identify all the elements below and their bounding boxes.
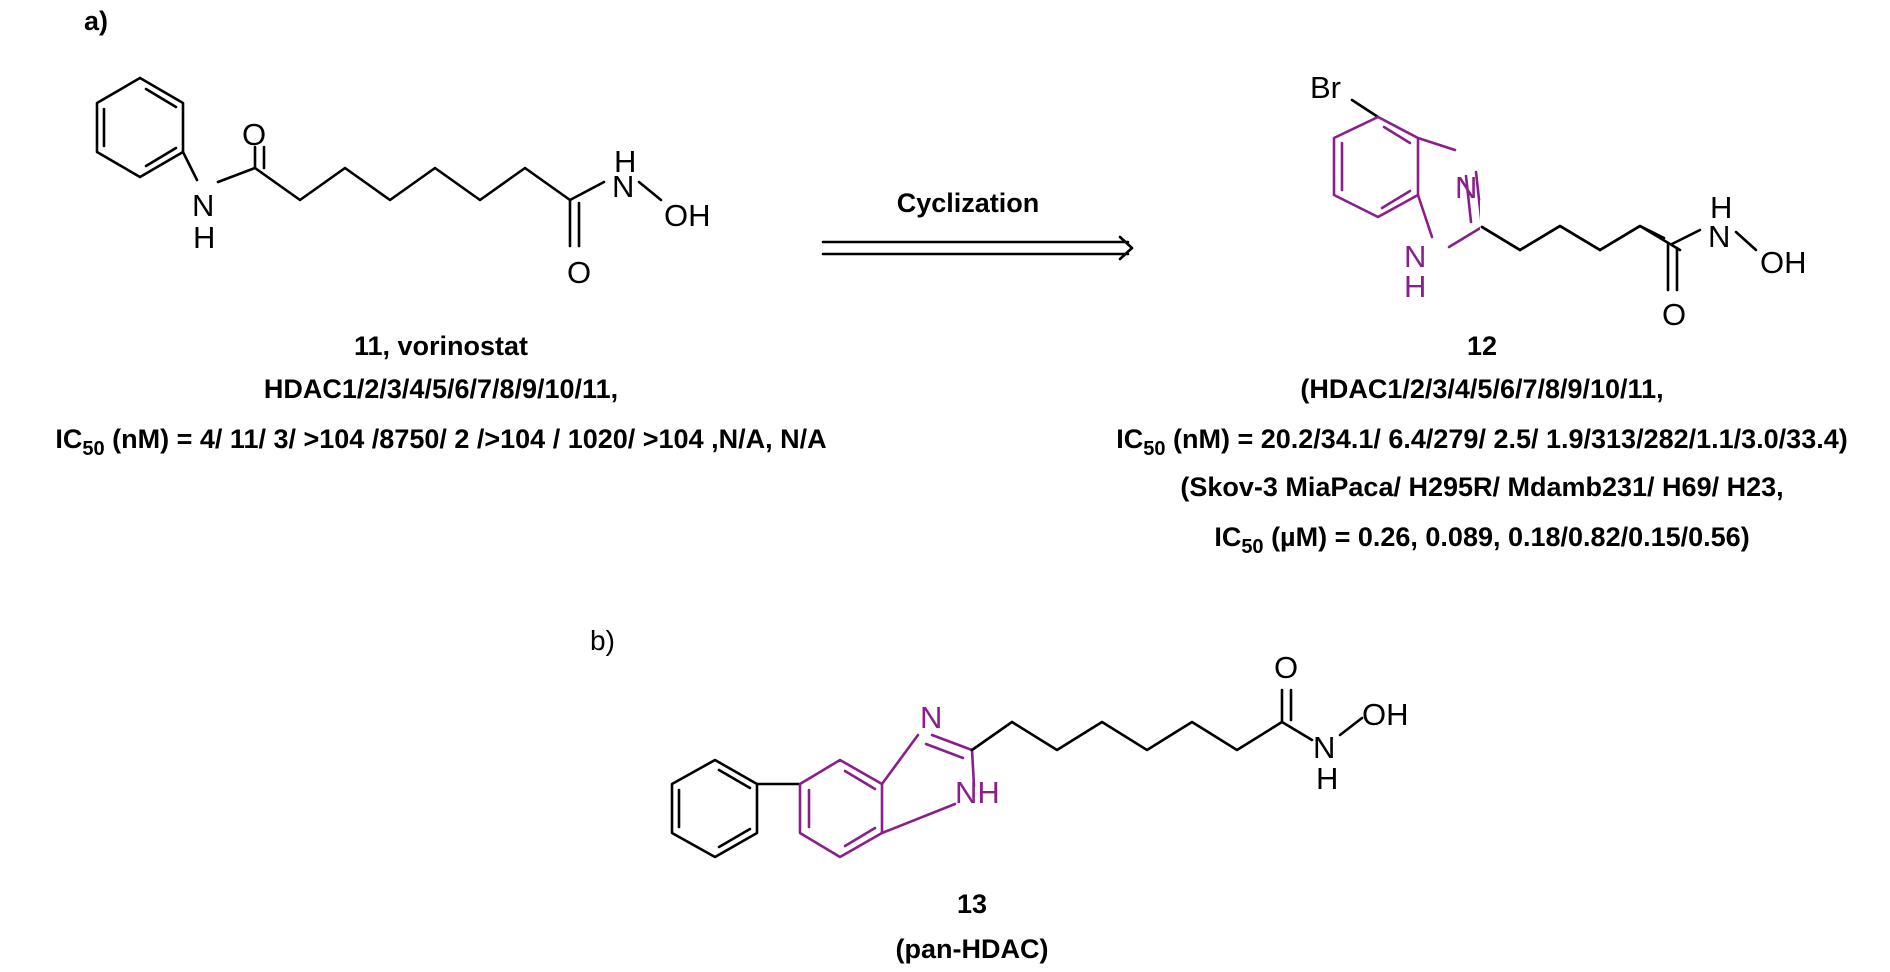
compound-12-caption: 12 (HDAC1/2/3/4/5/6/7/8/9/10/11, IC50 (n… xyxy=(1116,331,1847,558)
compound-13-name: 13 xyxy=(957,889,987,919)
atom-O-13: O xyxy=(1274,650,1298,685)
compound-11-targets: HDAC1/2/3/4/5/6/7/8/9/10/11, xyxy=(264,374,618,404)
panel-b-label: b) xyxy=(590,625,615,656)
atom-O-11b: O xyxy=(567,255,591,290)
compound-12-acid xyxy=(1666,228,1758,292)
atom-OH-11: OH xyxy=(664,198,711,233)
atom-N-13b: N xyxy=(1313,730,1335,765)
compound-12-name: 12 xyxy=(1467,331,1497,361)
atom-Br-12: Br xyxy=(1310,70,1341,105)
atom-N-11a: N xyxy=(192,188,214,223)
atom-OH-12: OH xyxy=(1760,245,1807,280)
reaction-arrow: Cyclization xyxy=(821,188,1134,261)
compound-12-cell-lines: (Skov-3 MiaPaca/ H295R/ Mdamb231/ H69/ H… xyxy=(1180,472,1783,502)
arrow-label: Cyclization xyxy=(897,188,1040,218)
atom-H-12b: H xyxy=(1404,269,1426,304)
atom-H-13b: H xyxy=(1316,761,1338,796)
atom-NH-13: NH xyxy=(955,775,1000,810)
atom-O-11a: O xyxy=(242,117,266,152)
compound-11-structure: O N H O N H OH xyxy=(95,76,711,290)
atom-H-11a: H xyxy=(193,220,215,255)
atom-OH-13: OH xyxy=(1362,697,1409,732)
compound-11-caption: 11, vorinostat HDAC1/2/3/4/5/6/7/8/9/10/… xyxy=(55,331,826,460)
atom-N-13a: N xyxy=(920,700,942,735)
atom-O-12: O xyxy=(1662,297,1686,332)
panel-a-label: a) xyxy=(84,6,108,36)
compound-12-ic50-um: IC50 (µM) = 0.26, 0.089, 0.18/0.82/0.15/… xyxy=(1214,522,1749,558)
atom-N-12b: N xyxy=(1404,239,1426,274)
atom-N-12c: N xyxy=(1708,219,1730,254)
compound-13-class: (pan-HDAC) xyxy=(896,934,1049,964)
atom-N-11b: N xyxy=(612,169,634,204)
compound-13-structure xyxy=(670,688,1364,859)
compound-12-targets: (HDAC1/2/3/4/5/6/7/8/9/10/11, xyxy=(1300,374,1663,404)
compound-11-name: 11, vorinostat xyxy=(354,331,528,361)
compound-12-ic50: IC50 (nM) = 20.2/34.1/ 6.4/279/ 2.5/ 1.9… xyxy=(1116,424,1847,460)
compound-11-ic50: IC50 (nM) = 4/ 11/ 3/ >104 /8750/ 2 />10… xyxy=(55,424,826,460)
atom-H-12c: H xyxy=(1710,190,1732,225)
compound-13-caption: 13 (pan-HDAC) xyxy=(896,889,1049,964)
atom-N-12a: N xyxy=(1455,170,1477,205)
compound-12-chain xyxy=(1480,200,1890,270)
atom-H-11b: H xyxy=(614,144,636,179)
